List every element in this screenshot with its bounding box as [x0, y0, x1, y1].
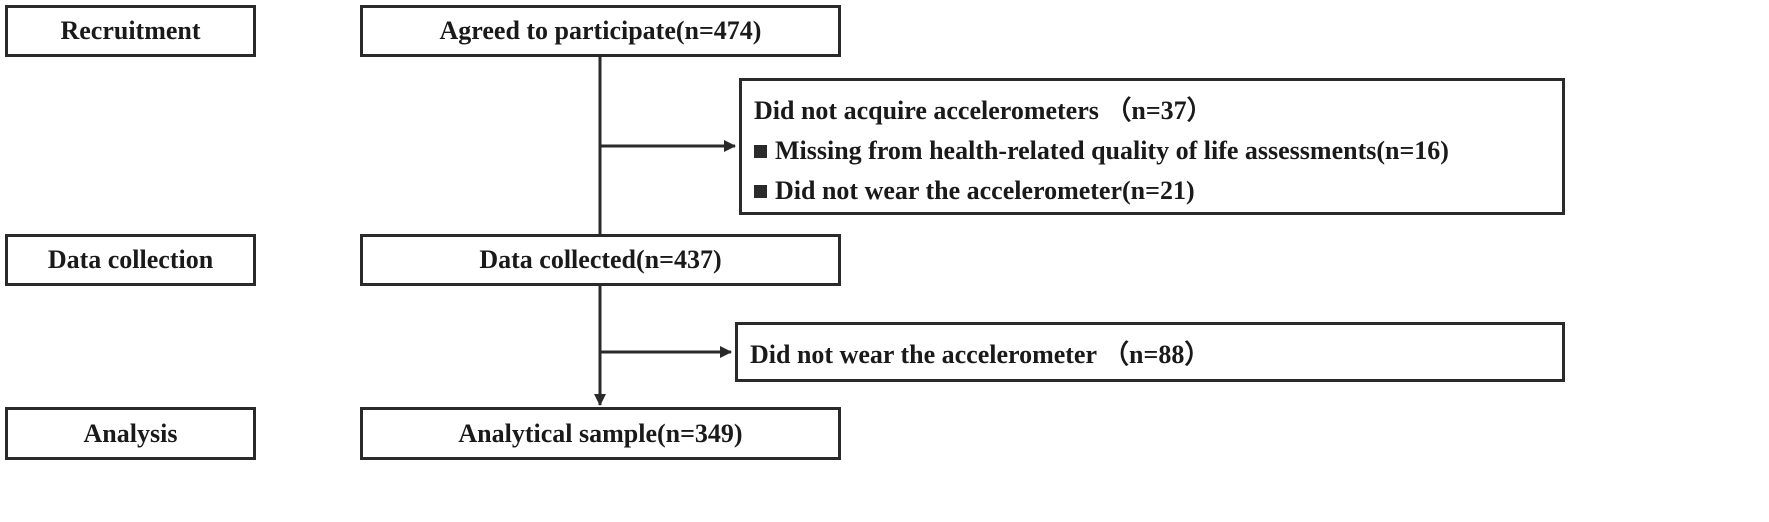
exclusion-1-title: Did not acquire accelerometers （n=37） — [754, 96, 1213, 125]
stage-data-collection: Data collection — [5, 234, 256, 286]
square-bullet-icon — [754, 144, 767, 158]
stage-data-collection-label: Data collection — [47, 245, 214, 274]
exclusion-1-item: Missing from health-related quality of l… — [754, 131, 1562, 171]
exclusion-2-title: Did not wear the accelerometer （n=88） — [750, 339, 1211, 369]
agreed-label: Agreed to participate(n=474) — [439, 16, 762, 45]
box-agreed-to-participate: Agreed to participate(n=474) — [360, 5, 841, 57]
stage-analysis: Analysis — [5, 407, 256, 460]
square-bullet-icon — [754, 184, 767, 198]
exclusion-1-item-text: Did not wear the accelerometer(n=21) — [775, 176, 1195, 205]
collected-label: Data collected(n=437) — [479, 245, 722, 274]
box-analytical-sample: Analytical sample(n=349) — [360, 407, 841, 460]
box-data-collected: Data collected(n=437) — [360, 234, 841, 286]
stage-analysis-label: Analysis — [83, 418, 178, 448]
stage-recruitment-label: Recruitment — [60, 16, 201, 45]
stage-recruitment: Recruitment — [5, 5, 256, 57]
exclusion-box-accelerometers: Did not acquire accelerometers （n=37） Mi… — [739, 78, 1565, 215]
exclusion-1-item-text: Missing from health-related quality of l… — [775, 136, 1449, 165]
exclusion-box-not-worn: Did not wear the accelerometer （n=88） — [735, 322, 1565, 382]
exclusion-1-item: Did not wear the accelerometer(n=21) — [754, 171, 1562, 211]
sample-label: Analytical sample(n=349) — [458, 418, 743, 448]
